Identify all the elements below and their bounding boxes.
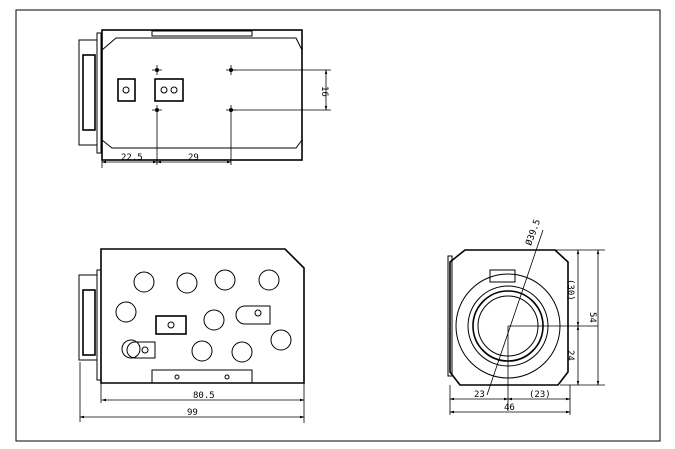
front-view: Ø39.5 (30) 24 54 23 (23) 46 bbox=[447, 218, 605, 415]
dim-label: 99 bbox=[187, 408, 198, 418]
camera-body bbox=[449, 249, 569, 386]
dim-label: (30) bbox=[565, 279, 575, 301]
dim-label: 46 bbox=[504, 403, 515, 413]
dim-label: 23 bbox=[474, 390, 485, 400]
camera-body bbox=[100, 248, 305, 384]
top-view: 22.5 29 16 bbox=[78, 29, 331, 168]
mounting-holes bbox=[115, 269, 292, 363]
dim-label: (23) bbox=[529, 390, 551, 400]
camera-body bbox=[101, 29, 303, 161]
dim-label: 16 bbox=[319, 86, 329, 97]
diameter-leader bbox=[486, 229, 544, 396]
side-view: 80.5 99 bbox=[78, 248, 305, 423]
dim-label: 24 bbox=[565, 350, 575, 361]
dim-label: 22.5 bbox=[121, 153, 143, 163]
connector bbox=[154, 78, 184, 102]
connector bbox=[117, 78, 136, 102]
dim-label: 29 bbox=[188, 153, 199, 163]
dim-label: 54 bbox=[587, 312, 597, 323]
dim-label: 80.5 bbox=[193, 391, 215, 401]
dim-label: Ø39.5 bbox=[523, 218, 543, 247]
drawing-frame bbox=[15, 9, 661, 442]
